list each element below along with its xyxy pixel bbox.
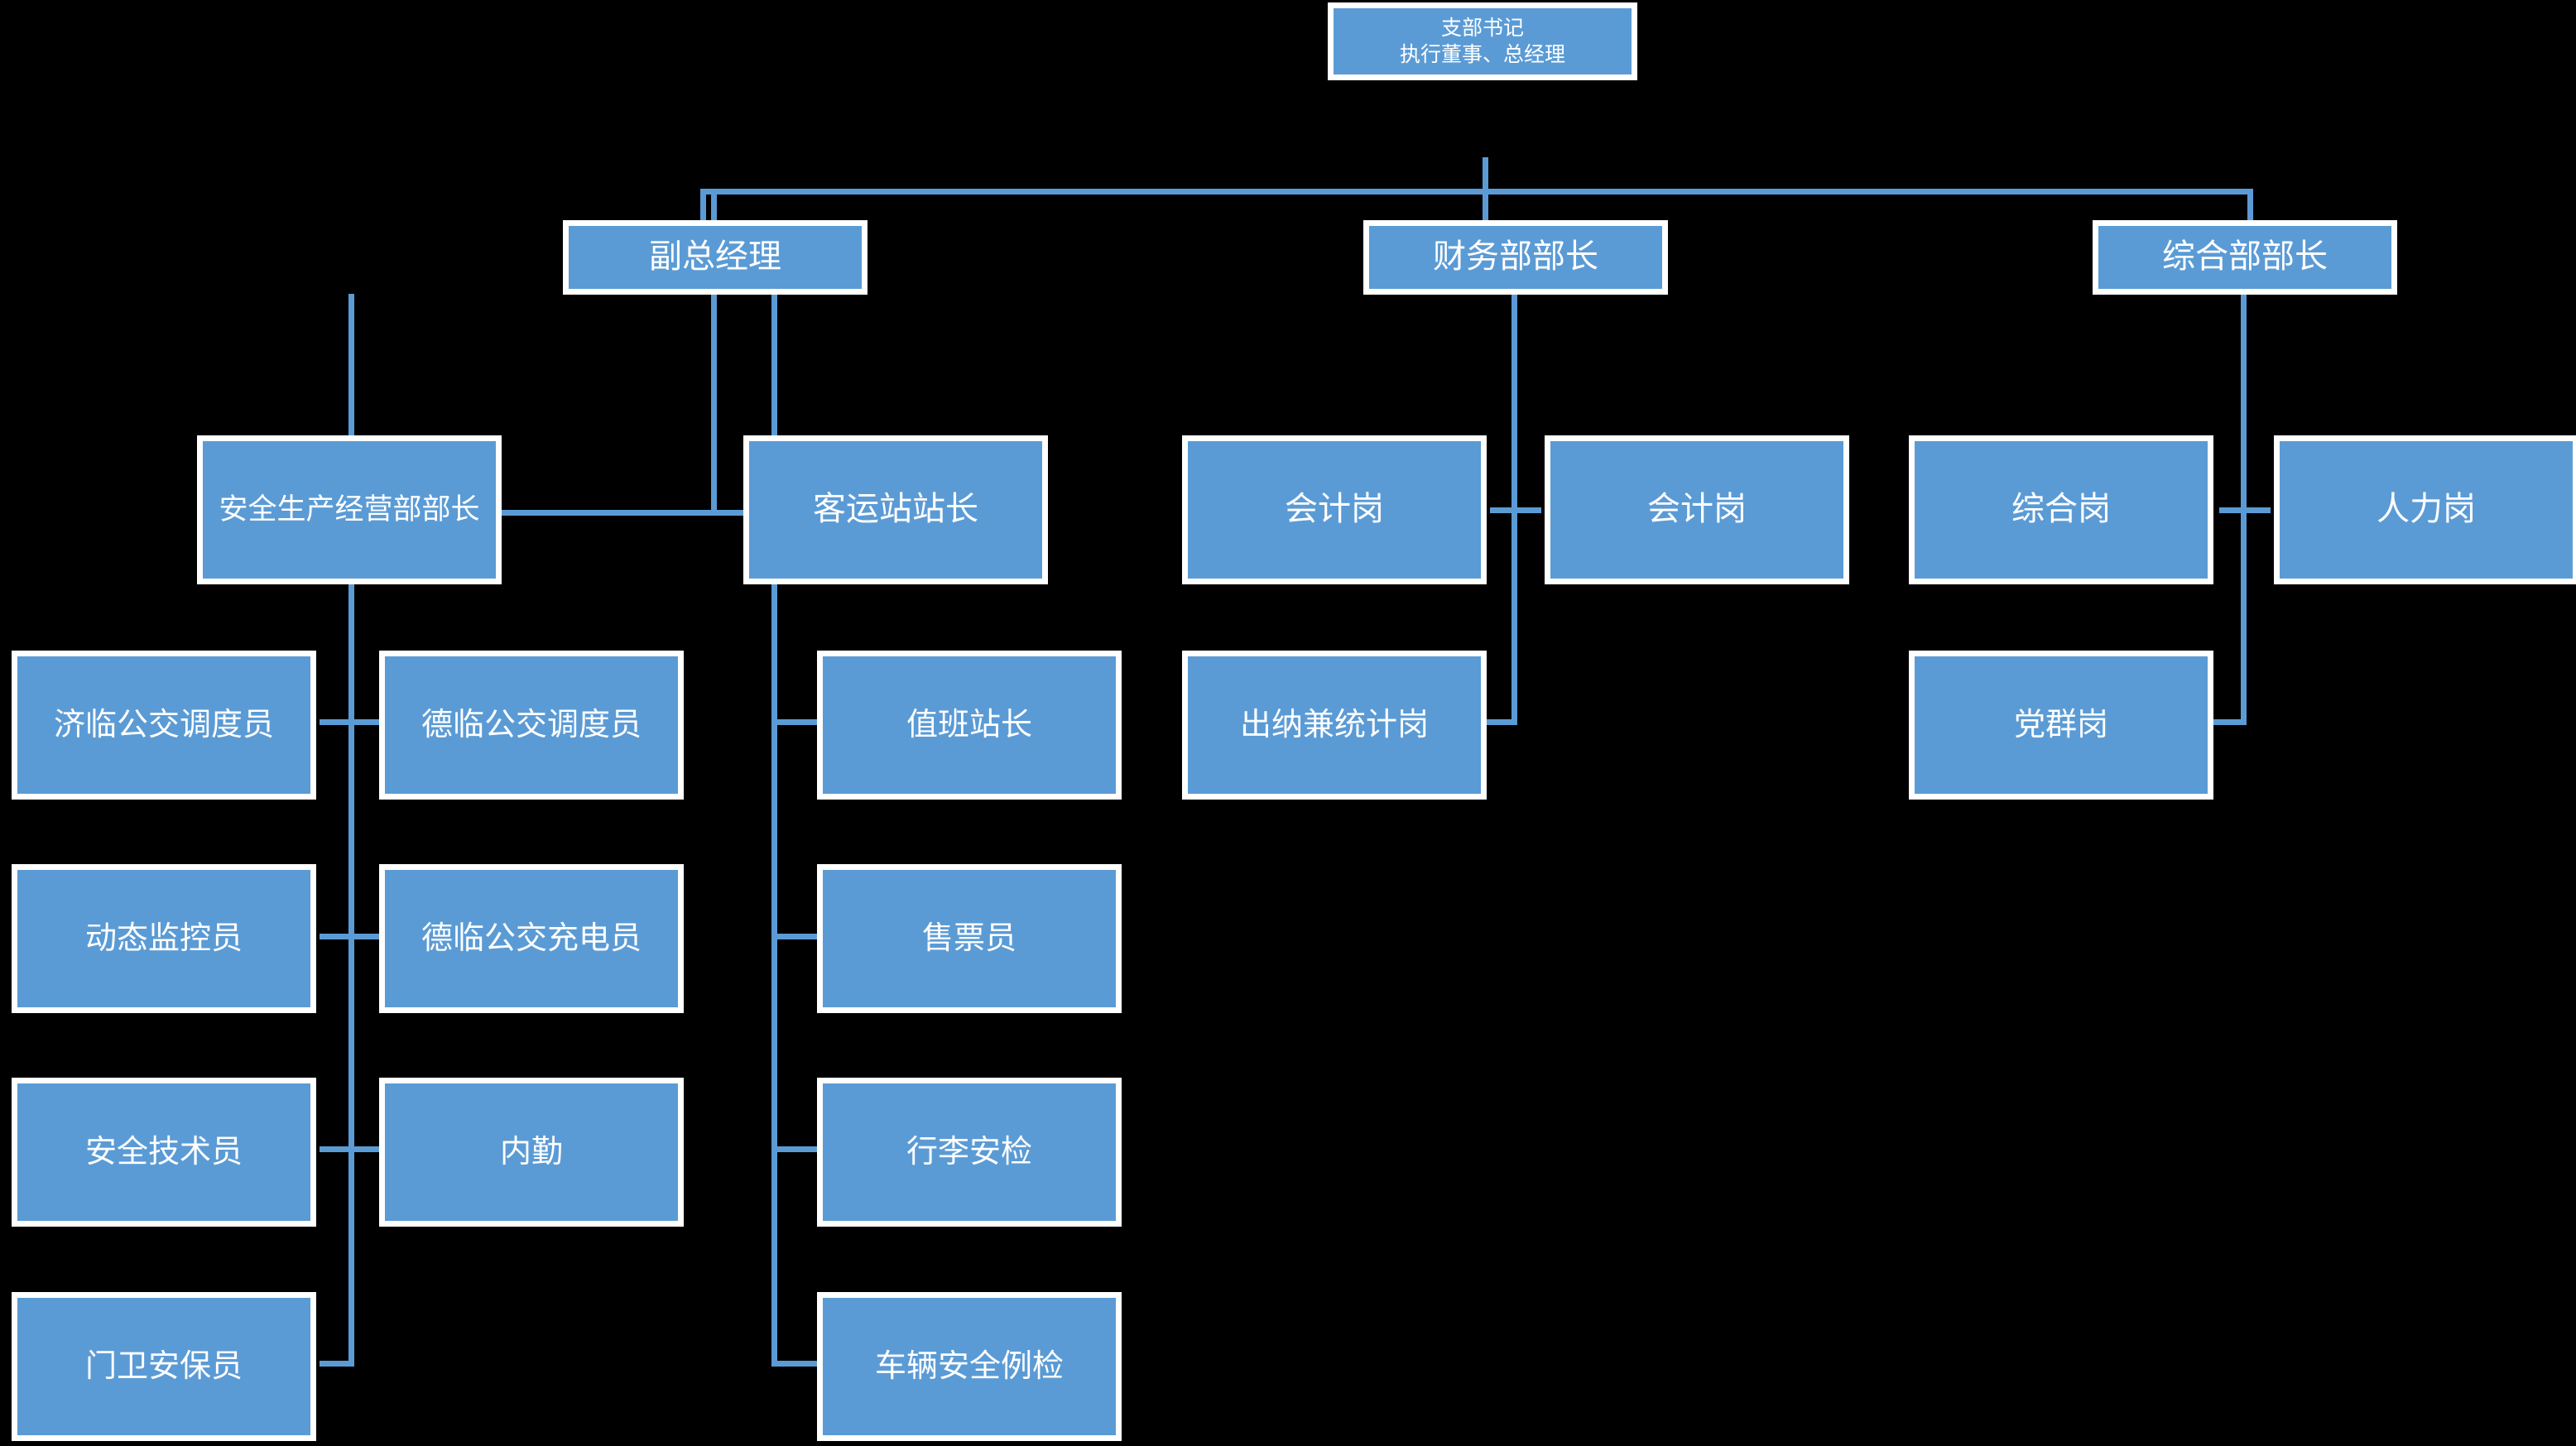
- node-administration-department-head-label: 综合部部长: [2162, 238, 2328, 276]
- node-jilin-bus-dispatcher[interactable]: 济临公交调度员: [12, 651, 316, 800]
- node-ticket-seller-label: 售票员: [921, 920, 1016, 956]
- node-accountant-post-2[interactable]: 会计岗: [1545, 435, 1849, 584]
- connector-station-rung-2: [771, 934, 817, 939]
- node-duty-station-chief[interactable]: 值班站长: [817, 651, 1122, 800]
- connector-safety-rung-1: [320, 719, 384, 725]
- node-deputy-general-manager-label: 副总经理: [649, 238, 781, 276]
- connector-vgm-branch: [500, 510, 745, 516]
- connector-top-bus: [700, 189, 2253, 195]
- connector-adm-rung-party: [2208, 719, 2247, 725]
- node-duty-station-chief-label: 值班站长: [906, 707, 1032, 742]
- node-jilin-bus-dispatcher-label: 济临公交调度员: [53, 707, 274, 742]
- node-accountant-post-1-label: 会计岗: [1285, 491, 1384, 528]
- node-baggage-security-check[interactable]: 行李安检: [817, 1078, 1122, 1227]
- node-human-resources-post-label: 人力岗: [2377, 491, 2476, 528]
- node-party-mass-work-post-label: 党群岗: [2013, 707, 2108, 742]
- connector-safety-rung-2: [320, 934, 384, 939]
- node-delin-bus-charging-operator-label: 德临公交充电员: [421, 920, 642, 956]
- node-bus-station-head[interactable]: 客运站站长: [743, 435, 1048, 584]
- node-finance-department-head-label: 财务部部长: [1433, 238, 1598, 276]
- node-vehicle-safety-inspection[interactable]: 车辆安全例检: [817, 1292, 1122, 1441]
- connector-drop-adm-head: [2247, 189, 2253, 220]
- connector-drop-vgm: [700, 189, 706, 220]
- connector-safety-rung-4: [320, 1361, 354, 1367]
- connector-safety-spine: [348, 294, 354, 1367]
- node-bus-station-head-label: 客运站站长: [813, 491, 978, 528]
- node-cashier-statistician-post-label: 出纳兼统计岗: [1239, 707, 1429, 742]
- node-delin-bus-dispatcher[interactable]: 德临公交调度员: [379, 651, 684, 800]
- connector-station-rung-1: [771, 719, 817, 725]
- node-deputy-general-manager[interactable]: 副总经理: [563, 220, 867, 295]
- connector-vgm-stem: [711, 189, 717, 516]
- node-office-clerk-label: 内勤: [499, 1134, 563, 1170]
- node-root-label: 支部书记 执行董事、总经理: [1399, 17, 1565, 66]
- node-safety-technician-label: 安全技术员: [84, 1134, 243, 1170]
- node-general-affairs-post-label: 综合岗: [2011, 491, 2111, 528]
- node-general-affairs-post[interactable]: 综合岗: [1909, 435, 2213, 584]
- node-accountant-post-1[interactable]: 会计岗: [1182, 435, 1487, 584]
- node-dynamic-monitoring-operator[interactable]: 动态监控员: [12, 864, 316, 1013]
- node-safety-production-department-head-label: 安全生产经营部部长: [219, 492, 480, 526]
- connector-fin-rung-cashier: [1478, 719, 1517, 725]
- node-safety-technician[interactable]: 安全技术员: [12, 1078, 316, 1227]
- connector-root-stem: [1483, 157, 1488, 192]
- node-human-resources-post[interactable]: 人力岗: [2274, 435, 2576, 584]
- node-accountant-post-2-label: 会计岗: [1647, 491, 1747, 528]
- node-cashier-statistician-post[interactable]: 出纳兼统计岗: [1182, 651, 1487, 800]
- connector-adm-rung-posts: [2219, 507, 2271, 513]
- connector-fin-rung-accts: [1490, 507, 1541, 513]
- node-gate-security-guard-label: 门卫安保员: [84, 1348, 243, 1384]
- node-delin-bus-dispatcher-label: 德临公交调度员: [421, 707, 642, 742]
- connector-station-rung-3: [771, 1146, 817, 1152]
- node-administration-department-head[interactable]: 综合部部长: [2093, 220, 2397, 295]
- node-gate-security-guard[interactable]: 门卫安保员: [12, 1292, 316, 1441]
- node-safety-production-department-head[interactable]: 安全生产经营部部长: [197, 435, 502, 584]
- connector-station-rung-4: [771, 1361, 817, 1367]
- node-party-mass-work-post[interactable]: 党群岗: [1909, 651, 2213, 800]
- node-finance-department-head[interactable]: 财务部部长: [1363, 220, 1668, 295]
- connector-station-spine: [771, 294, 777, 1367]
- connector-safety-rung-3: [320, 1146, 384, 1152]
- node-vehicle-safety-inspection-label: 车辆安全例检: [874, 1348, 1064, 1384]
- connector-drop-fin-head: [1483, 189, 1488, 220]
- node-dynamic-monitoring-operator-label: 动态监控员: [84, 920, 243, 956]
- node-root[interactable]: 支部书记 执行董事、总经理: [1328, 2, 1637, 80]
- node-office-clerk[interactable]: 内勤: [379, 1078, 684, 1227]
- node-delin-bus-charging-operator[interactable]: 德临公交充电员: [379, 864, 684, 1013]
- node-ticket-seller[interactable]: 售票员: [817, 864, 1122, 1013]
- node-baggage-security-check-label: 行李安检: [906, 1134, 1032, 1170]
